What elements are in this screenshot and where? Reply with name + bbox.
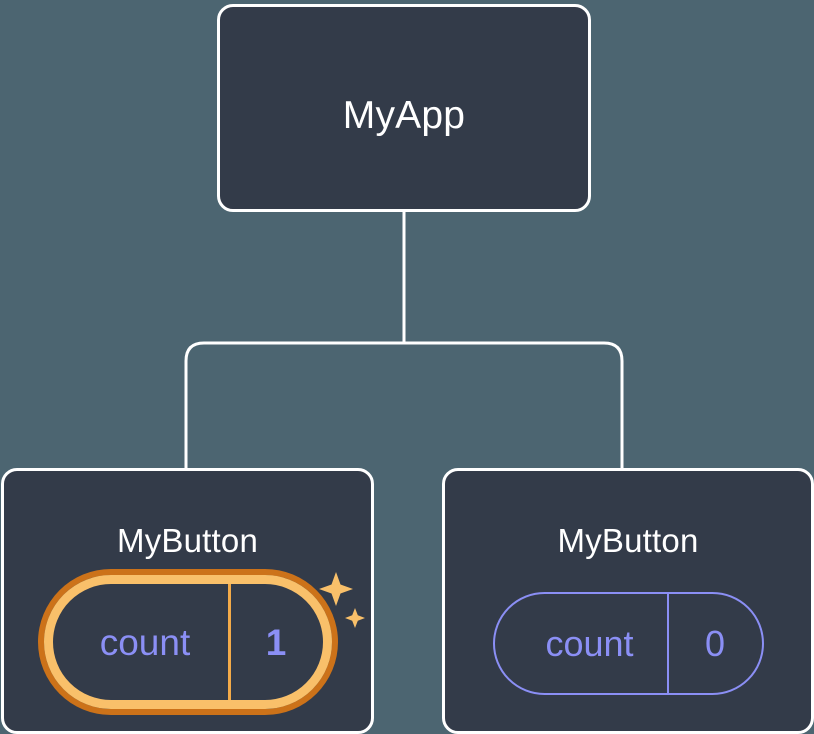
state-key-left: count: [99, 621, 191, 663]
state-badge-plain[interactable]: count 0: [492, 592, 764, 695]
node-mybutton-right-label: MyButton: [557, 522, 699, 559]
node-myapp-label: MyApp: [342, 94, 466, 137]
node-mybutton-left[interactable]: MyButton count 1: [1, 468, 374, 734]
state-value-right: 0: [666, 594, 762, 693]
node-mybutton-right[interactable]: MyButton count 0: [442, 468, 814, 734]
state-value-left: 1: [227, 584, 322, 700]
edge-branch-bar: [184, 341, 624, 468]
state-badge-wrap-left: count 1: [4, 572, 371, 709]
sparkle-small-icon: [344, 608, 365, 628]
state-badge-wrap-right: count 0: [445, 592, 811, 695]
state-badge-highlighted[interactable]: count 1: [43, 572, 365, 709]
state-key-right: count: [545, 622, 634, 664]
sparkle-large-icon: [318, 572, 353, 606]
node-mybutton-left-label: MyButton: [117, 522, 258, 559]
node-myapp[interactable]: MyApp: [217, 4, 591, 212]
